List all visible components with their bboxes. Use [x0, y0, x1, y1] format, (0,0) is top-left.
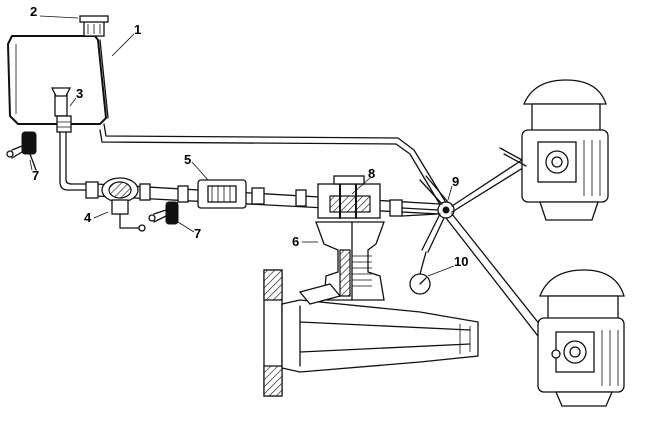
actuator-upper	[499, 79, 609, 221]
callout-8: 8	[368, 166, 375, 181]
suction-line	[59, 131, 97, 191]
callout-7-left: 7	[32, 168, 39, 183]
callout-1: 1	[134, 22, 141, 37]
return-line	[99, 123, 449, 209]
actuator-lower	[537, 269, 625, 407]
axle-shaft	[263, 269, 479, 397]
bracket-left	[6, 131, 37, 171]
steering-valve	[317, 175, 381, 219]
callout-9: 9	[452, 174, 459, 189]
leader-lines	[29, 15, 455, 277]
pressure-line	[85, 181, 441, 217]
callout-5: 5	[184, 152, 191, 167]
reservoir-tank	[7, 15, 109, 125]
callout-2: 2	[30, 4, 37, 19]
filter	[197, 179, 247, 209]
filler-cap	[79, 15, 109, 37]
steering-housing	[315, 221, 385, 301]
outlet-fitting	[50, 87, 72, 133]
bracket-right	[148, 201, 179, 225]
pressure-gauge	[409, 251, 431, 295]
distributor	[401, 159, 561, 355]
callout-7-right: 7	[194, 226, 201, 241]
callout-3: 3	[76, 86, 83, 101]
callout-4: 4	[84, 210, 92, 225]
callout-6: 6	[292, 234, 299, 249]
pump	[101, 177, 146, 232]
callout-10: 10	[454, 254, 468, 269]
